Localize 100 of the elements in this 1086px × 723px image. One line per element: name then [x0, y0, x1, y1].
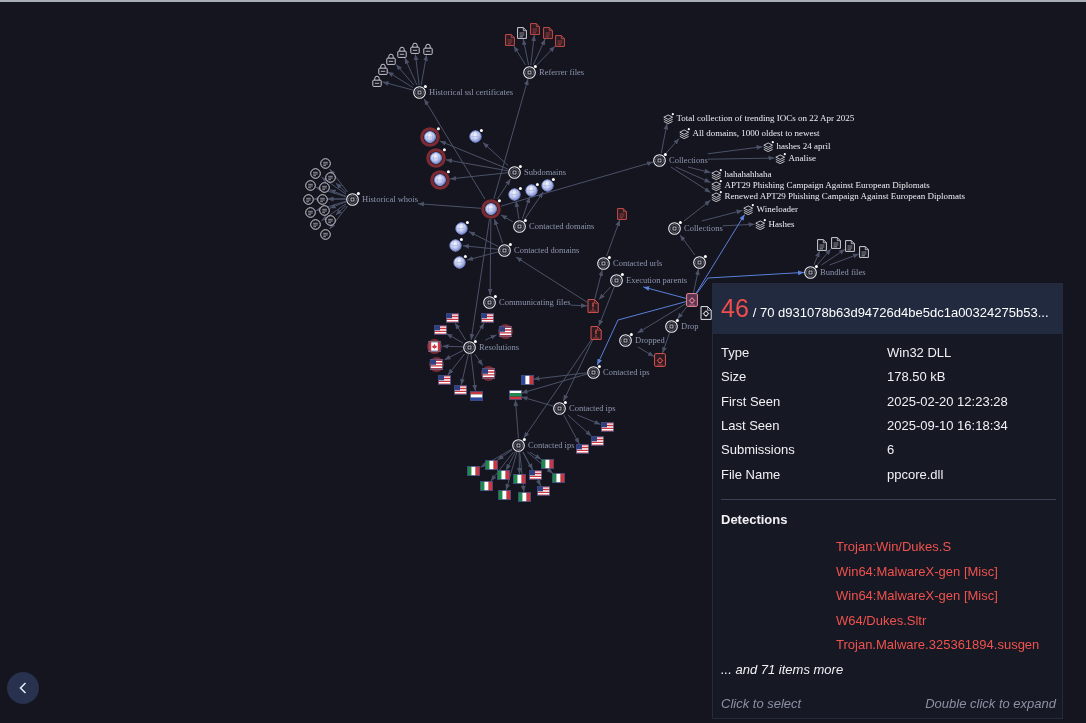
arrow — [462, 243, 499, 250]
arrow — [675, 166, 711, 183]
collection-label: Analise — [788, 152, 816, 164]
arrow — [473, 322, 485, 341]
file-icon — [517, 27, 527, 39]
node-label: Collections — [684, 222, 723, 235]
ring-icon — [693, 255, 707, 269]
flag-icon — [600, 422, 614, 432]
arrow — [474, 353, 484, 366]
arrow — [642, 286, 687, 299]
collection-label: Hashes — [768, 218, 795, 230]
arrow — [696, 270, 805, 294]
file-gear-icon — [686, 293, 698, 307]
arrow — [693, 268, 700, 294]
flag-icon — [469, 391, 483, 401]
arrow — [522, 451, 534, 471]
arrow — [447, 353, 465, 376]
list-circle-icon — [304, 206, 316, 218]
field-value: 2025-02-20 12:23:28 — [887, 393, 1008, 410]
collection-label: Renewed APT29 Phishing Campaign Against European Diplomats — [724, 190, 965, 202]
arrow — [816, 248, 832, 266]
arrow — [321, 203, 347, 222]
arrow — [517, 451, 522, 475]
arrow — [470, 353, 478, 392]
arrow — [487, 218, 493, 296]
file-gear-icon — [654, 353, 666, 367]
node-label: Contacted ips — [528, 439, 575, 452]
file-icon — [859, 246, 869, 258]
field-label: Submissions — [721, 442, 795, 459]
node-label: Contacted ips — [603, 366, 650, 379]
field-label: Size — [721, 369, 747, 386]
detection-name: Win64:MalwareX-gen [Misc] — [836, 588, 998, 604]
collection-label: Wineloader — [756, 203, 799, 215]
field-label: Last Seen — [721, 417, 780, 434]
list-circle-icon — [310, 219, 322, 231]
list-circle-icon — [319, 228, 331, 240]
list-circle-icon — [318, 204, 330, 216]
file-icon — [555, 35, 565, 47]
arrow — [523, 339, 592, 439]
arrow — [695, 214, 746, 294]
field-value: ppcore.dll — [887, 466, 944, 483]
arrow — [480, 448, 513, 468]
list-circle-icon — [318, 182, 330, 194]
arrow — [524, 191, 544, 220]
flag-icon — [484, 459, 498, 470]
arrow — [570, 303, 588, 308]
flag-icon — [453, 385, 467, 395]
node-label: Collections — [669, 154, 708, 167]
arrow — [329, 168, 348, 193]
arrow — [420, 54, 428, 86]
arrow — [536, 45, 556, 66]
arrow — [493, 218, 504, 244]
arrow — [497, 449, 513, 461]
flag-icon — [433, 325, 447, 335]
arrow — [701, 209, 743, 222]
flag-icon — [528, 469, 542, 480]
arrow — [500, 214, 514, 223]
node-label: Contacted urls — [613, 257, 663, 270]
node-label: Contacted domains — [529, 220, 595, 233]
arrow — [315, 186, 347, 198]
arrow — [395, 64, 415, 86]
flag-icon — [427, 356, 445, 372]
arrow — [404, 57, 418, 86]
tooltip-panel — [712, 283, 1063, 719]
arrow — [813, 250, 821, 266]
flag-icon — [520, 375, 534, 385]
arrow — [446, 333, 464, 344]
field-label: File Name — [721, 466, 781, 483]
globe-icon — [541, 178, 555, 192]
arrow — [417, 201, 482, 209]
globe-icon — [469, 129, 483, 143]
arrow — [442, 344, 464, 349]
lock-icon — [409, 42, 420, 55]
list-circle-icon — [316, 193, 328, 205]
arrow — [829, 253, 860, 266]
arrow — [576, 414, 601, 425]
field-value: Win32 DLL — [887, 345, 952, 361]
field-label: First Seen — [721, 393, 781, 410]
arrow — [482, 142, 509, 166]
field-label: Type — [721, 345, 750, 361]
flag-icon — [541, 458, 554, 469]
flag-icon — [508, 390, 522, 400]
file-gear-icon — [700, 306, 712, 320]
node-label: Referrer files — [539, 66, 585, 79]
flag-icon — [425, 338, 443, 354]
arrow — [413, 53, 420, 86]
file-icon — [543, 27, 553, 39]
hint-text: Double click to expand — [925, 696, 1056, 712]
arrow — [490, 451, 514, 482]
flag-icon — [467, 466, 481, 476]
flag-icon — [497, 470, 511, 481]
more-items-note: ... and 71 items more — [721, 662, 844, 678]
arrow — [469, 218, 490, 341]
file-warning-icon — [587, 299, 599, 313]
collection-label: Total collection of trending IOCs on 22 Apr 2025 — [676, 112, 855, 124]
flag-icon — [590, 436, 604, 446]
arrow — [515, 256, 588, 303]
list-circle-icon — [310, 167, 322, 179]
arrow — [526, 451, 554, 474]
flag-icon — [517, 491, 531, 502]
